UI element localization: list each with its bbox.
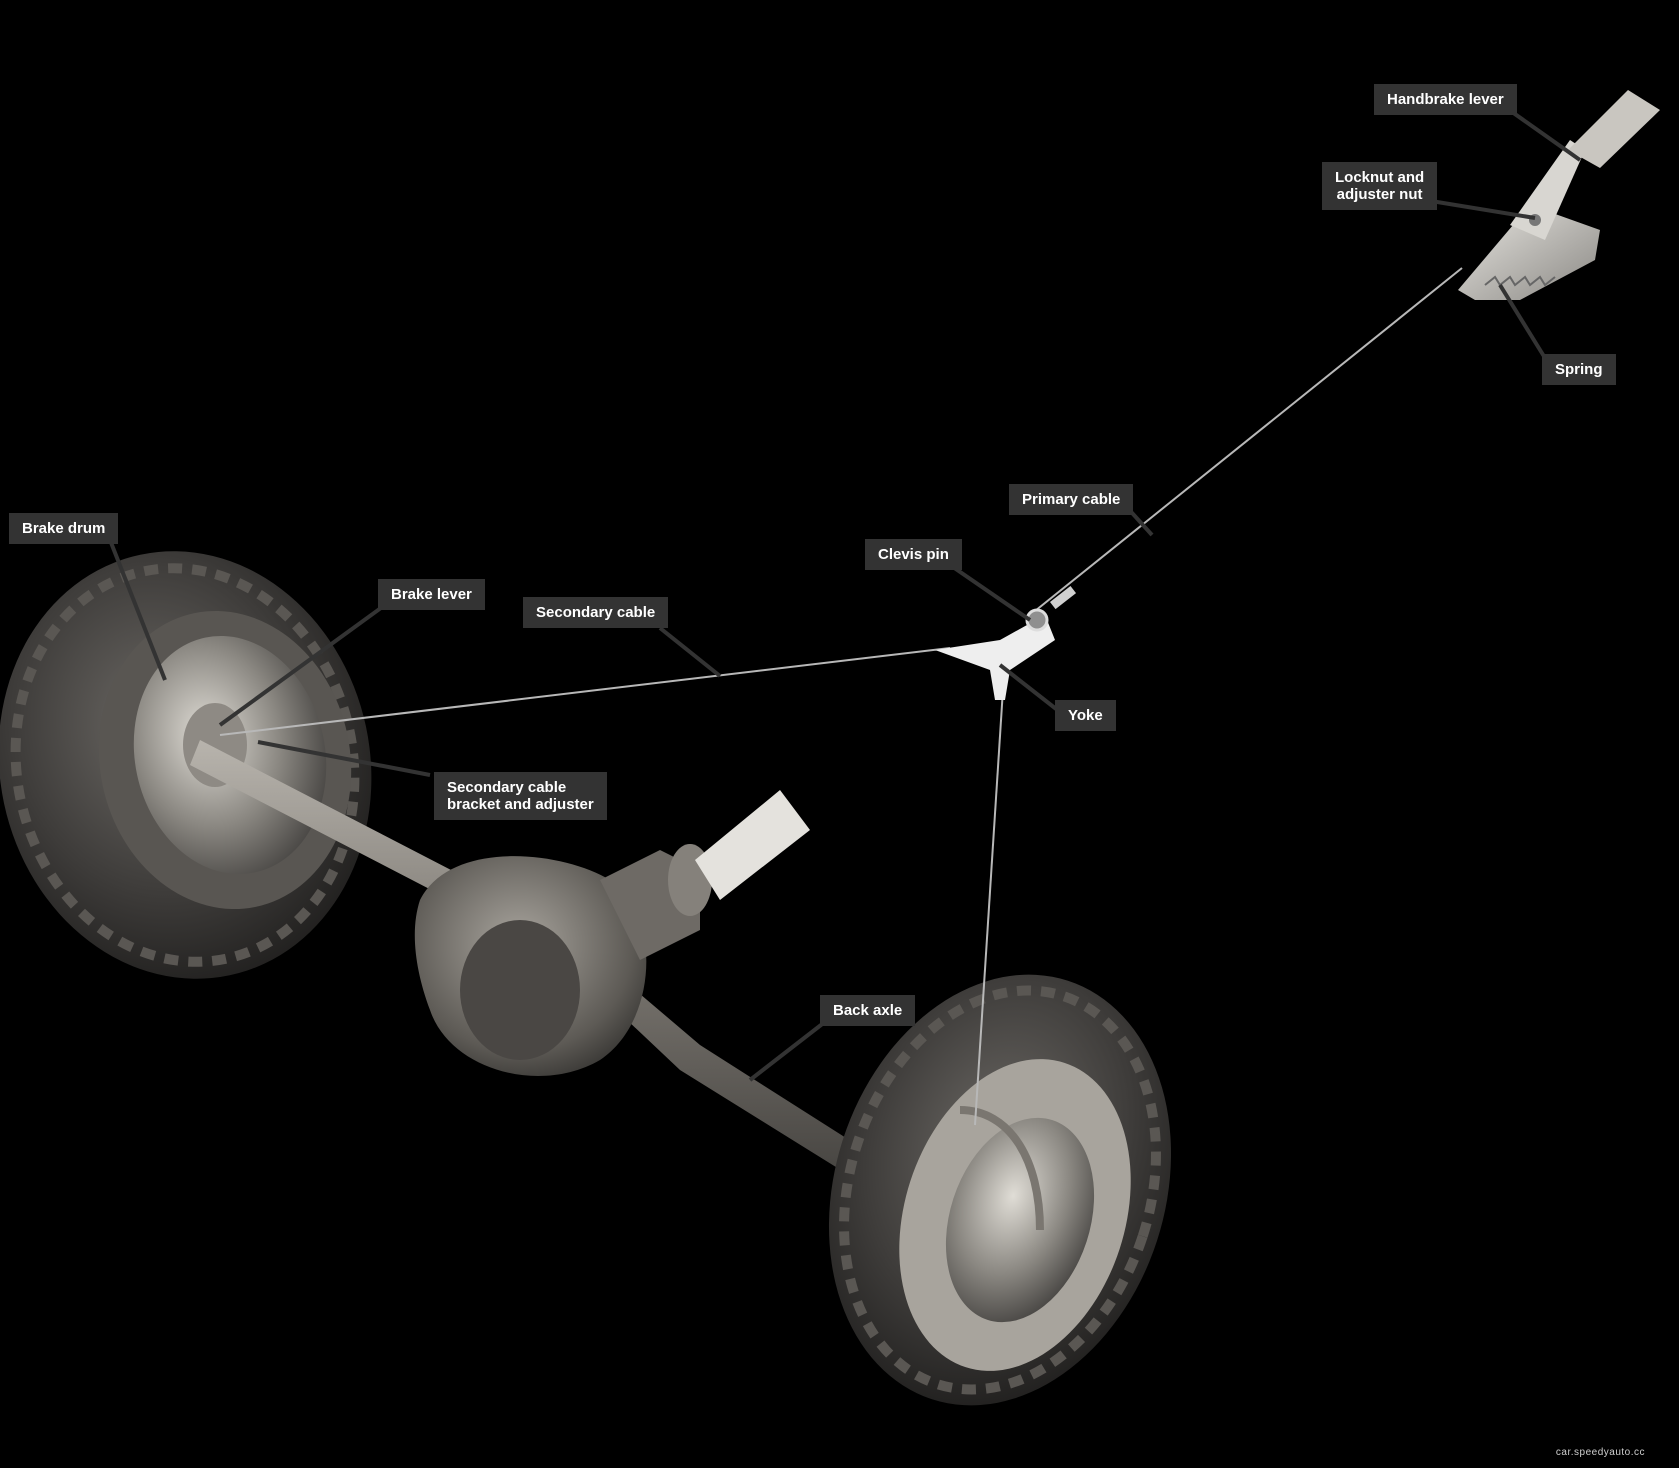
adjuster-spring <box>1484 275 1556 287</box>
yoke-shape <box>935 615 1055 700</box>
cables <box>219 267 1463 1126</box>
label-locknut-adjuster: Locknut and adjuster nut <box>1322 162 1438 210</box>
watermark: car.speedyauto.cc <box>1555 1447 1645 1458</box>
secondary-cable-right-line <box>974 657 1006 1126</box>
right-tyre-tread <box>839 985 1161 1395</box>
leader-brake-lever <box>218 603 387 727</box>
leader-lines <box>108 105 1582 1082</box>
handbrake-assembly <box>1458 90 1660 300</box>
leader-brake-drum <box>108 539 167 681</box>
cable-end-fitting <box>1050 585 1077 610</box>
secondary-cable-line <box>219 647 951 736</box>
leader-locknut <box>1424 198 1536 220</box>
primary-cable-line <box>1029 267 1463 616</box>
leader-spring <box>1498 283 1547 360</box>
leader-handbrake-lever <box>1503 105 1582 162</box>
yoke-assembly <box>935 585 1077 700</box>
label-clevis-pin: Clevis pin <box>865 539 962 570</box>
label-secondary-bracket: Secondary cable bracket and adjuster <box>434 772 607 820</box>
left-tyre-tread <box>10 563 360 967</box>
label-brake-drum: Brake drum <box>9 513 119 544</box>
leader-clevis-pin <box>948 563 1032 622</box>
right-wheel <box>828 974 1172 1406</box>
right-hub <box>945 1117 1095 1323</box>
label-secondary-cable: Secondary cable <box>523 597 669 628</box>
label-handbrake-lever: Handbrake lever <box>1374 84 1517 115</box>
handbrake-base <box>1458 205 1600 300</box>
leader-yoke <box>998 663 1062 714</box>
propshaft-stub <box>695 790 810 900</box>
leader-secondary-bracket <box>257 740 431 777</box>
label-yoke: Yoke <box>1055 700 1116 731</box>
back-axle-assembly <box>190 740 920 1210</box>
differential-cover <box>460 920 580 1060</box>
leader-secondary-cable <box>658 626 722 678</box>
label-primary-cable: Primary cable <box>1009 484 1134 515</box>
leader-back-axle <box>748 1016 832 1082</box>
label-spring: Spring <box>1542 354 1616 385</box>
axle-tube <box>190 740 920 1210</box>
label-brake-lever: Brake lever <box>378 579 485 610</box>
right-brake-backplate <box>959 1106 1044 1231</box>
handbrake-handle <box>1568 90 1660 168</box>
label-back-axle: Back axle <box>820 995 916 1026</box>
